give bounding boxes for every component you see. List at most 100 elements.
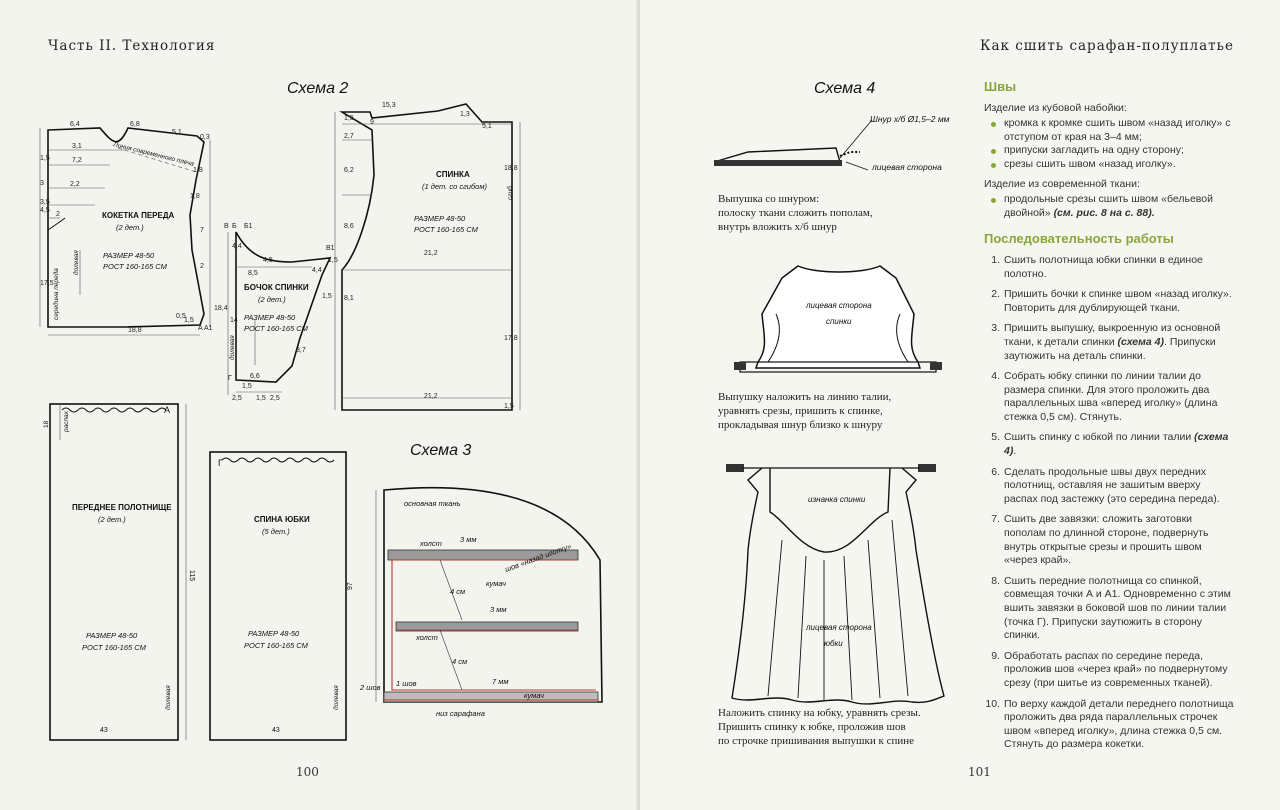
seams-intro-2: Изделие из современной ткани: (984, 177, 1140, 190)
list-item: кромка к кромке сшить швом «назад иголку… (984, 117, 1234, 144)
s3-holst-2: холст (415, 633, 438, 642)
folio-right: 101 (968, 765, 991, 779)
panel-a-fold-label: распах (63, 410, 70, 433)
panel-a-height: РОСТ 160-165 СМ (82, 643, 147, 652)
dim-label: 18,8 (128, 327, 142, 334)
dim-label: 17,8 (504, 335, 518, 342)
step-text-tail: . Припуски заутюжить на деталь спинки. (1004, 335, 1216, 362)
s3-seam-2: 2 шов (359, 683, 381, 692)
skirt-face-label-2: юбки (824, 639, 843, 648)
text-column: Швы Изделие из кубовой набойки: кромка к… (984, 80, 1234, 759)
dim-label: 2,7 (344, 133, 354, 140)
yoke-name: КОКЕТКА ПЕРЕДА (102, 211, 175, 220)
dim-label: 18,8 (504, 165, 518, 172)
dim-label: 5,1 (482, 123, 492, 130)
cord-label: Шнур х/б Ø1,5–2 мм (870, 114, 950, 124)
yoke-line-label: Линия современного плеча (112, 141, 195, 168)
back-sewn-to-skirt (726, 464, 945, 705)
scheme-4-diagrams: Шнур х/б Ø1,5–2 мм лицевая сторона лицев… (713, 114, 950, 705)
dim-label: 1,5 (256, 395, 266, 402)
step-number: 4. (991, 370, 1000, 383)
panel-a-fold-dim: 18 (43, 420, 50, 428)
dim-label: 9 (370, 119, 374, 126)
dim-label: 2,5 (232, 395, 242, 402)
step-text: По верху каждой детали переднего полотни… (1004, 697, 1234, 751)
front-panel-pattern (49, 403, 179, 741)
caption-line: уравнять срезы, пришить к спинке, (718, 405, 883, 417)
step-number: 6. (991, 465, 1000, 478)
dim-label: 1,5 (504, 403, 514, 410)
s3-7mm: 7 мм (492, 677, 509, 686)
left-page: Часть II. Технология Схема 2 Схема 3 (39, 38, 603, 779)
dim-label: 21,2 (424, 250, 438, 257)
panel-g-size: РАЗМЕР 48-50 (248, 629, 300, 638)
dim-label: 8,1 (344, 295, 354, 302)
dim-label: 7,2 (72, 157, 82, 164)
seams-list-1: кромка к кромке сшить швом «назад иголку… (984, 117, 1234, 171)
step-number: 5. (991, 431, 1000, 444)
panel-g-height: РОСТ 160-165 СМ (244, 641, 309, 650)
step-item: 3.Пришить выпушку, выкроенную из основно… (984, 322, 1234, 363)
step-text: Обработать распах по середине переда, пр… (1004, 649, 1228, 689)
s3-3mm-b: 3 мм (490, 605, 507, 614)
dim-label: 3,5 (40, 199, 50, 206)
scheme-reference: (схема 4) (1004, 431, 1229, 458)
step-text: Пришить бочки к спинке швом «назад иголк… (1004, 288, 1232, 314)
skirt-face-label-1: лицевая сторона (805, 623, 872, 632)
scheme-4-title: Схема 4 (814, 80, 876, 97)
back-face-label-1: лицевая сторона (805, 301, 872, 310)
point-mark: Б1 (244, 223, 253, 230)
seams-list-2: продольные срезы сшить швом «бельевой дв… (984, 193, 1234, 220)
panel-g-length: 97 (347, 582, 354, 590)
point-mark: В1 (326, 245, 335, 252)
s3-kumach-1: кумач (486, 579, 506, 588)
dim-label: 21,2 (424, 393, 438, 400)
face-label: лицевая сторона (871, 162, 942, 172)
dim-label: 4,5 (40, 207, 50, 214)
side-height: РОСТ 160-165 СМ (244, 324, 309, 333)
s3-3mm-a: 3 мм (460, 535, 477, 544)
dim-label: 0,3 (200, 134, 210, 141)
yoke-front-pattern (47, 127, 205, 328)
s3-4cm-b: 4 см (452, 657, 467, 666)
step-text: Сшить две завязки: сложить заготовки поп… (1004, 513, 1209, 567)
seams-heading: Швы (984, 79, 1017, 94)
panel-g-count: (5 дет.) (262, 527, 290, 536)
point-mark: А1 (204, 325, 213, 332)
dim-label: 2 (56, 211, 60, 218)
step-item: 7.Сшить две завязки: сложить заготовки п… (984, 513, 1234, 567)
caption-line: Выпушка со шнуром: (718, 193, 820, 205)
panel-g-grain: долевая (332, 685, 340, 710)
step-number: 9. (991, 649, 1000, 662)
dim-label: 4,4 (312, 267, 322, 274)
step-item: 9. Обработать распах по середине переда, … (984, 650, 1234, 691)
panel-a-width: 43 (100, 727, 108, 734)
step-text-tail: . (1013, 445, 1017, 458)
step-item: 5. Сшить спинку с юбкой по линии талии (с… (984, 431, 1234, 458)
step-text: Сшить спинку с юбкой по линии талии (1004, 431, 1192, 444)
dim-label: 7 (200, 227, 204, 234)
right-page: Как сшить сарафан-полуплатье 101 (640, 0, 1280, 810)
panel-a-size: РАЗМЕР 48-50 (86, 631, 138, 640)
back-with-piping (734, 265, 942, 373)
dim-label: 1,5 (184, 317, 194, 324)
list-item: припуски загладить на одну сторону; (984, 144, 1234, 158)
s3-main-fabric: основная ткань (404, 499, 461, 508)
dim-label: 17,5 (40, 280, 54, 287)
caption-attach-skirt: Наложить спинку на юбку, уравнять срезы.… (718, 706, 921, 748)
step-item: 10.По верху каждой детали переднего поло… (984, 698, 1234, 752)
step-text: Сделать продольные швы двух передних пол… (1004, 465, 1220, 505)
step-item: 2.Пришить бочки к спинке швом «назад иго… (984, 288, 1234, 315)
scheme-reference: (схема 4) (1117, 335, 1165, 348)
dim-label: 15,3 (382, 102, 396, 109)
panel-a-length: 115 (188, 570, 195, 581)
scheme-3-diagram (375, 486, 603, 703)
step-text: Собрать юбку спинки по линии талии до ра… (1004, 370, 1218, 423)
point-mark: А (198, 325, 203, 332)
dim-label: 8,5 (248, 270, 258, 277)
piping-strip (713, 119, 873, 171)
dim-label: 1,5 (322, 293, 332, 300)
s3-4cm-a: 4 см (450, 587, 465, 596)
dim-label: 4,5 (263, 257, 273, 264)
